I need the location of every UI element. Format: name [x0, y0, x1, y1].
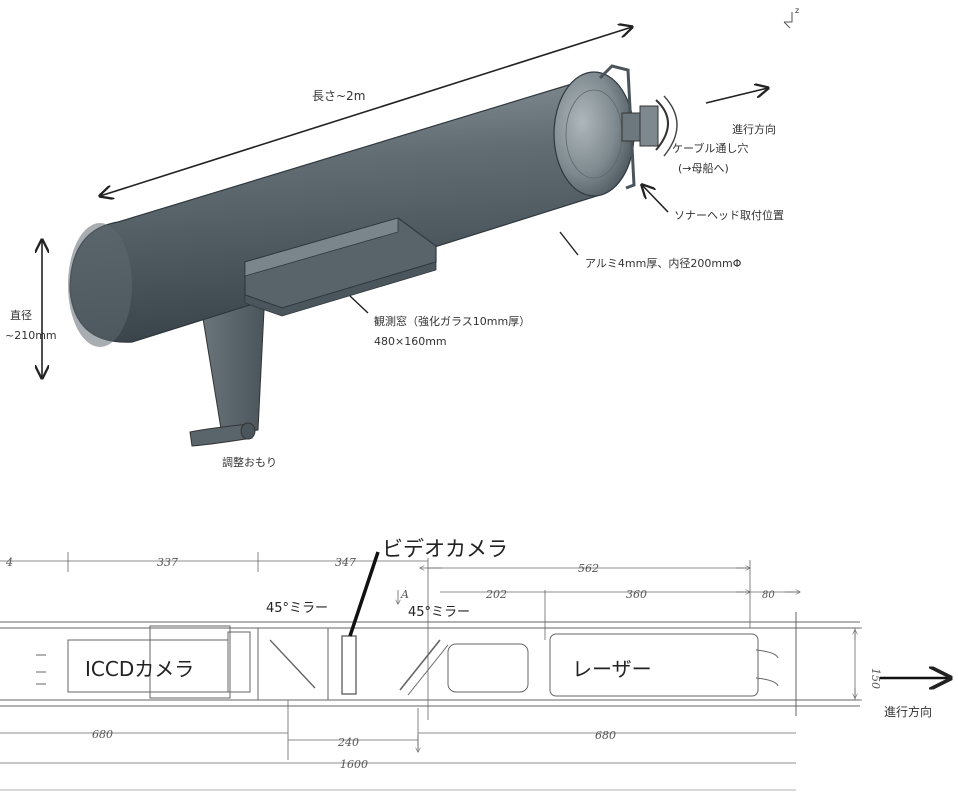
mirror2 [399, 639, 441, 691]
window-size: 480×160mm [374, 335, 447, 348]
laser-label: レーザー [572, 657, 652, 681]
length-label: 長さ~2m [312, 89, 365, 103]
dim-562: 562 [578, 562, 599, 575]
diameter-value: ~210mm [5, 329, 57, 342]
dim-680-right: 680 [595, 729, 616, 742]
sonar-label: ソナーヘッド取付位置 [674, 208, 784, 222]
dim-360: 360 [626, 588, 647, 601]
length-arrow [100, 27, 632, 196]
dim-150: 150 [869, 668, 882, 689]
dim-337: 337 [157, 556, 178, 569]
window-pointer [349, 295, 369, 314]
hull-3d-drawing [68, 64, 678, 447]
dim-80: 80 [762, 590, 775, 601]
axis-triad-icon: z [783, 6, 799, 29]
mirror2-label: 45°ミラー [408, 605, 470, 620]
cable-hole-sub: (→母船へ) [678, 161, 729, 175]
direction-label-top: 進行方向 [732, 122, 776, 136]
video-camera-pointer [348, 551, 380, 637]
aluminum-label: アルミ4mm厚、内径200mmΦ [585, 256, 742, 270]
video-camera-label: ビデオカメラ [382, 537, 508, 561]
axis-label: z [795, 6, 799, 15]
dim-1600: 1600 [340, 758, 368, 771]
diameter-label: 直径 [10, 308, 32, 322]
weight-label: 調整おもり [222, 455, 277, 469]
dim-202: 202 [485, 588, 507, 601]
dim-left: 4 [5, 556, 13, 569]
iccd-camera-label: ICCDカメラ [85, 657, 194, 681]
dim-347: 347 [335, 556, 356, 569]
cable-hole-label: ケーブル通し穴 [672, 141, 748, 155]
hull-left-cap [68, 223, 132, 347]
cable-fitting [621, 95, 678, 157]
sonar-pointer [642, 185, 669, 213]
laser-box [549, 633, 759, 697]
adjust-weight-end [240, 422, 256, 440]
mirror1-label: 45°ミラー [266, 601, 328, 616]
direction-arrow-top [705, 88, 768, 104]
aluminum-pointer [559, 231, 579, 256]
dim-240: 240 [337, 736, 359, 749]
video-camera-slot [341, 635, 357, 695]
dim-680-left: 680 [92, 728, 113, 741]
mirror1-box [257, 627, 329, 701]
hull-body [69, 79, 630, 343]
schematic-2d [0, 552, 862, 791]
section-mark: A [400, 588, 409, 601]
direction-label-bottom: 進行方向 [884, 704, 932, 719]
window-label: 観測窓（強化ガラス10mm厚） [374, 314, 530, 328]
